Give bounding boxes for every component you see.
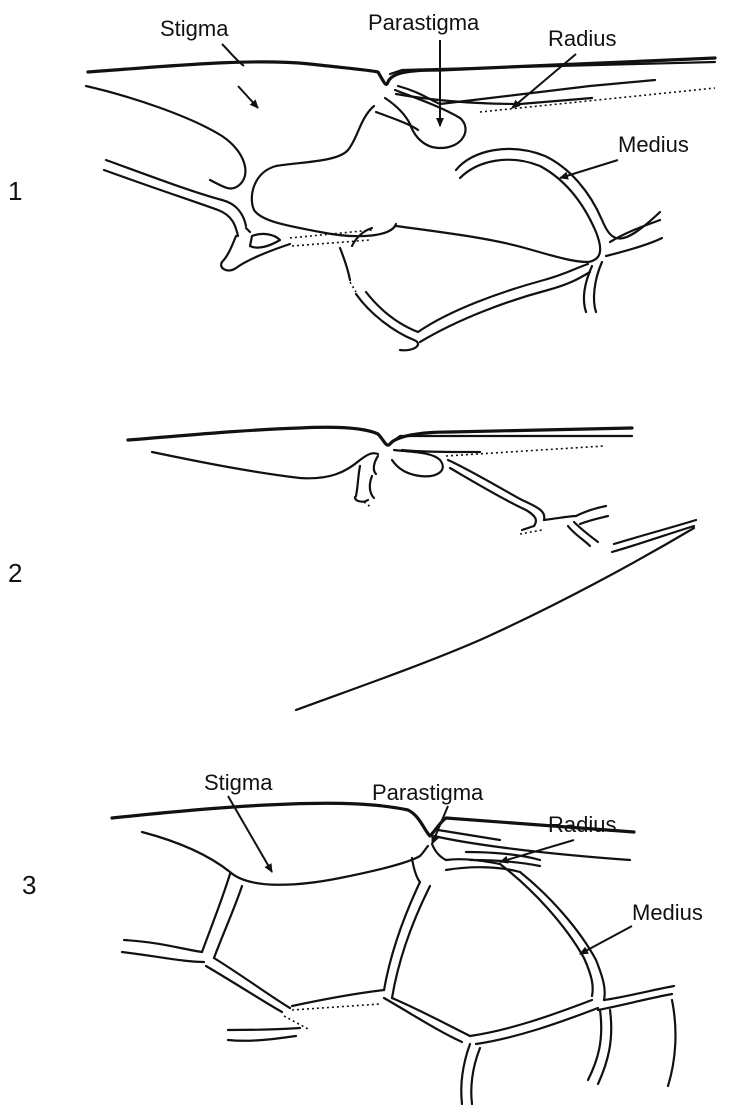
figure-2: 2: [8, 427, 696, 710]
figure-3-number: 3: [22, 870, 36, 900]
figure-3-medius-label: Medius: [632, 900, 703, 925]
figure-1-wing-drawing: [86, 58, 715, 350]
figure-3: 3: [22, 770, 703, 1104]
stigma-outline: [152, 452, 378, 478]
figure-3-wing-drawing: [112, 803, 675, 1104]
stigma-outline: [142, 832, 428, 885]
figure-3-radius-label: Radius: [548, 812, 616, 837]
figure-1: 1: [8, 10, 715, 350]
figure-3-parastigma-label: Parastigma: [372, 780, 484, 805]
figure-2-number: 2: [8, 558, 22, 588]
wing-margin: [614, 520, 696, 544]
figure-3-stigma-label: Stigma: [204, 770, 273, 795]
parastigma-bulb: [392, 450, 443, 476]
figure-1-number: 1: [8, 176, 22, 206]
figure-1-medius-label: Medius: [618, 132, 689, 157]
figure-1-stigma-label: Stigma: [160, 16, 229, 41]
figure-1-parastigma-label: Parastigma: [368, 10, 480, 35]
figure-1-radius-label: Radius: [548, 26, 616, 51]
figure-2-wing-drawing: [128, 427, 696, 710]
